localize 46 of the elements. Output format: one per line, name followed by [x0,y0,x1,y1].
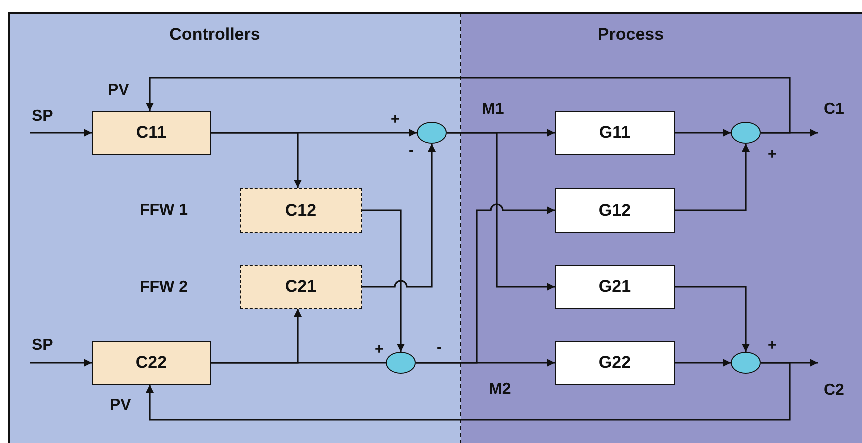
sign-label: - [437,339,442,357]
signal-label: SP [32,337,54,355]
feedforward-box: C12 [240,188,362,233]
controller-box: C11 [92,111,211,155]
signal-arrow [447,132,555,291]
signal-label: C1 [824,101,844,119]
summing-junction [731,122,761,144]
panel [8,12,461,443]
signal-arrow [211,309,302,364]
signal-label: M1 [482,101,504,119]
signal-arrow [416,204,555,364]
summing-junction [386,352,416,374]
process-box: G22 [555,341,675,385]
controller-box: C22 [92,341,211,385]
signal-label: PV [110,397,132,415]
signal-arrow [211,132,302,188]
process-box: G12 [555,188,675,233]
signal-label: M2 [489,381,512,399]
signal-label: PV [108,82,130,100]
process-box: G21 [555,265,675,309]
panel-heading: Controllers [170,25,260,45]
signal-label: SP [32,108,54,126]
panel [461,12,862,443]
signal-label: FFW 2 [140,279,188,297]
sign-label: + [768,337,777,355]
signal-arrow [675,129,731,137]
signal-arrow [675,286,750,352]
sign-label: - [409,142,414,160]
summing-junction [417,122,447,144]
summing-junction [731,352,761,374]
signal-arrow [675,359,731,367]
sign-label: + [375,341,384,359]
sign-label: + [391,111,400,129]
signal-label: C2 [824,382,844,400]
signal-arrow [146,77,791,134]
panel-heading: Process [598,25,664,45]
signal-label: FFW 1 [140,202,188,220]
signal-arrow [30,359,92,367]
feedforward-box: C21 [240,265,362,309]
signal-arrow [362,210,405,352]
process-box: G11 [555,111,675,155]
signal-arrow [146,362,791,421]
signal-arrow [30,129,92,137]
sign-label: + [768,146,777,164]
signal-arrow [675,144,750,212]
signal-arrow [362,144,436,288]
